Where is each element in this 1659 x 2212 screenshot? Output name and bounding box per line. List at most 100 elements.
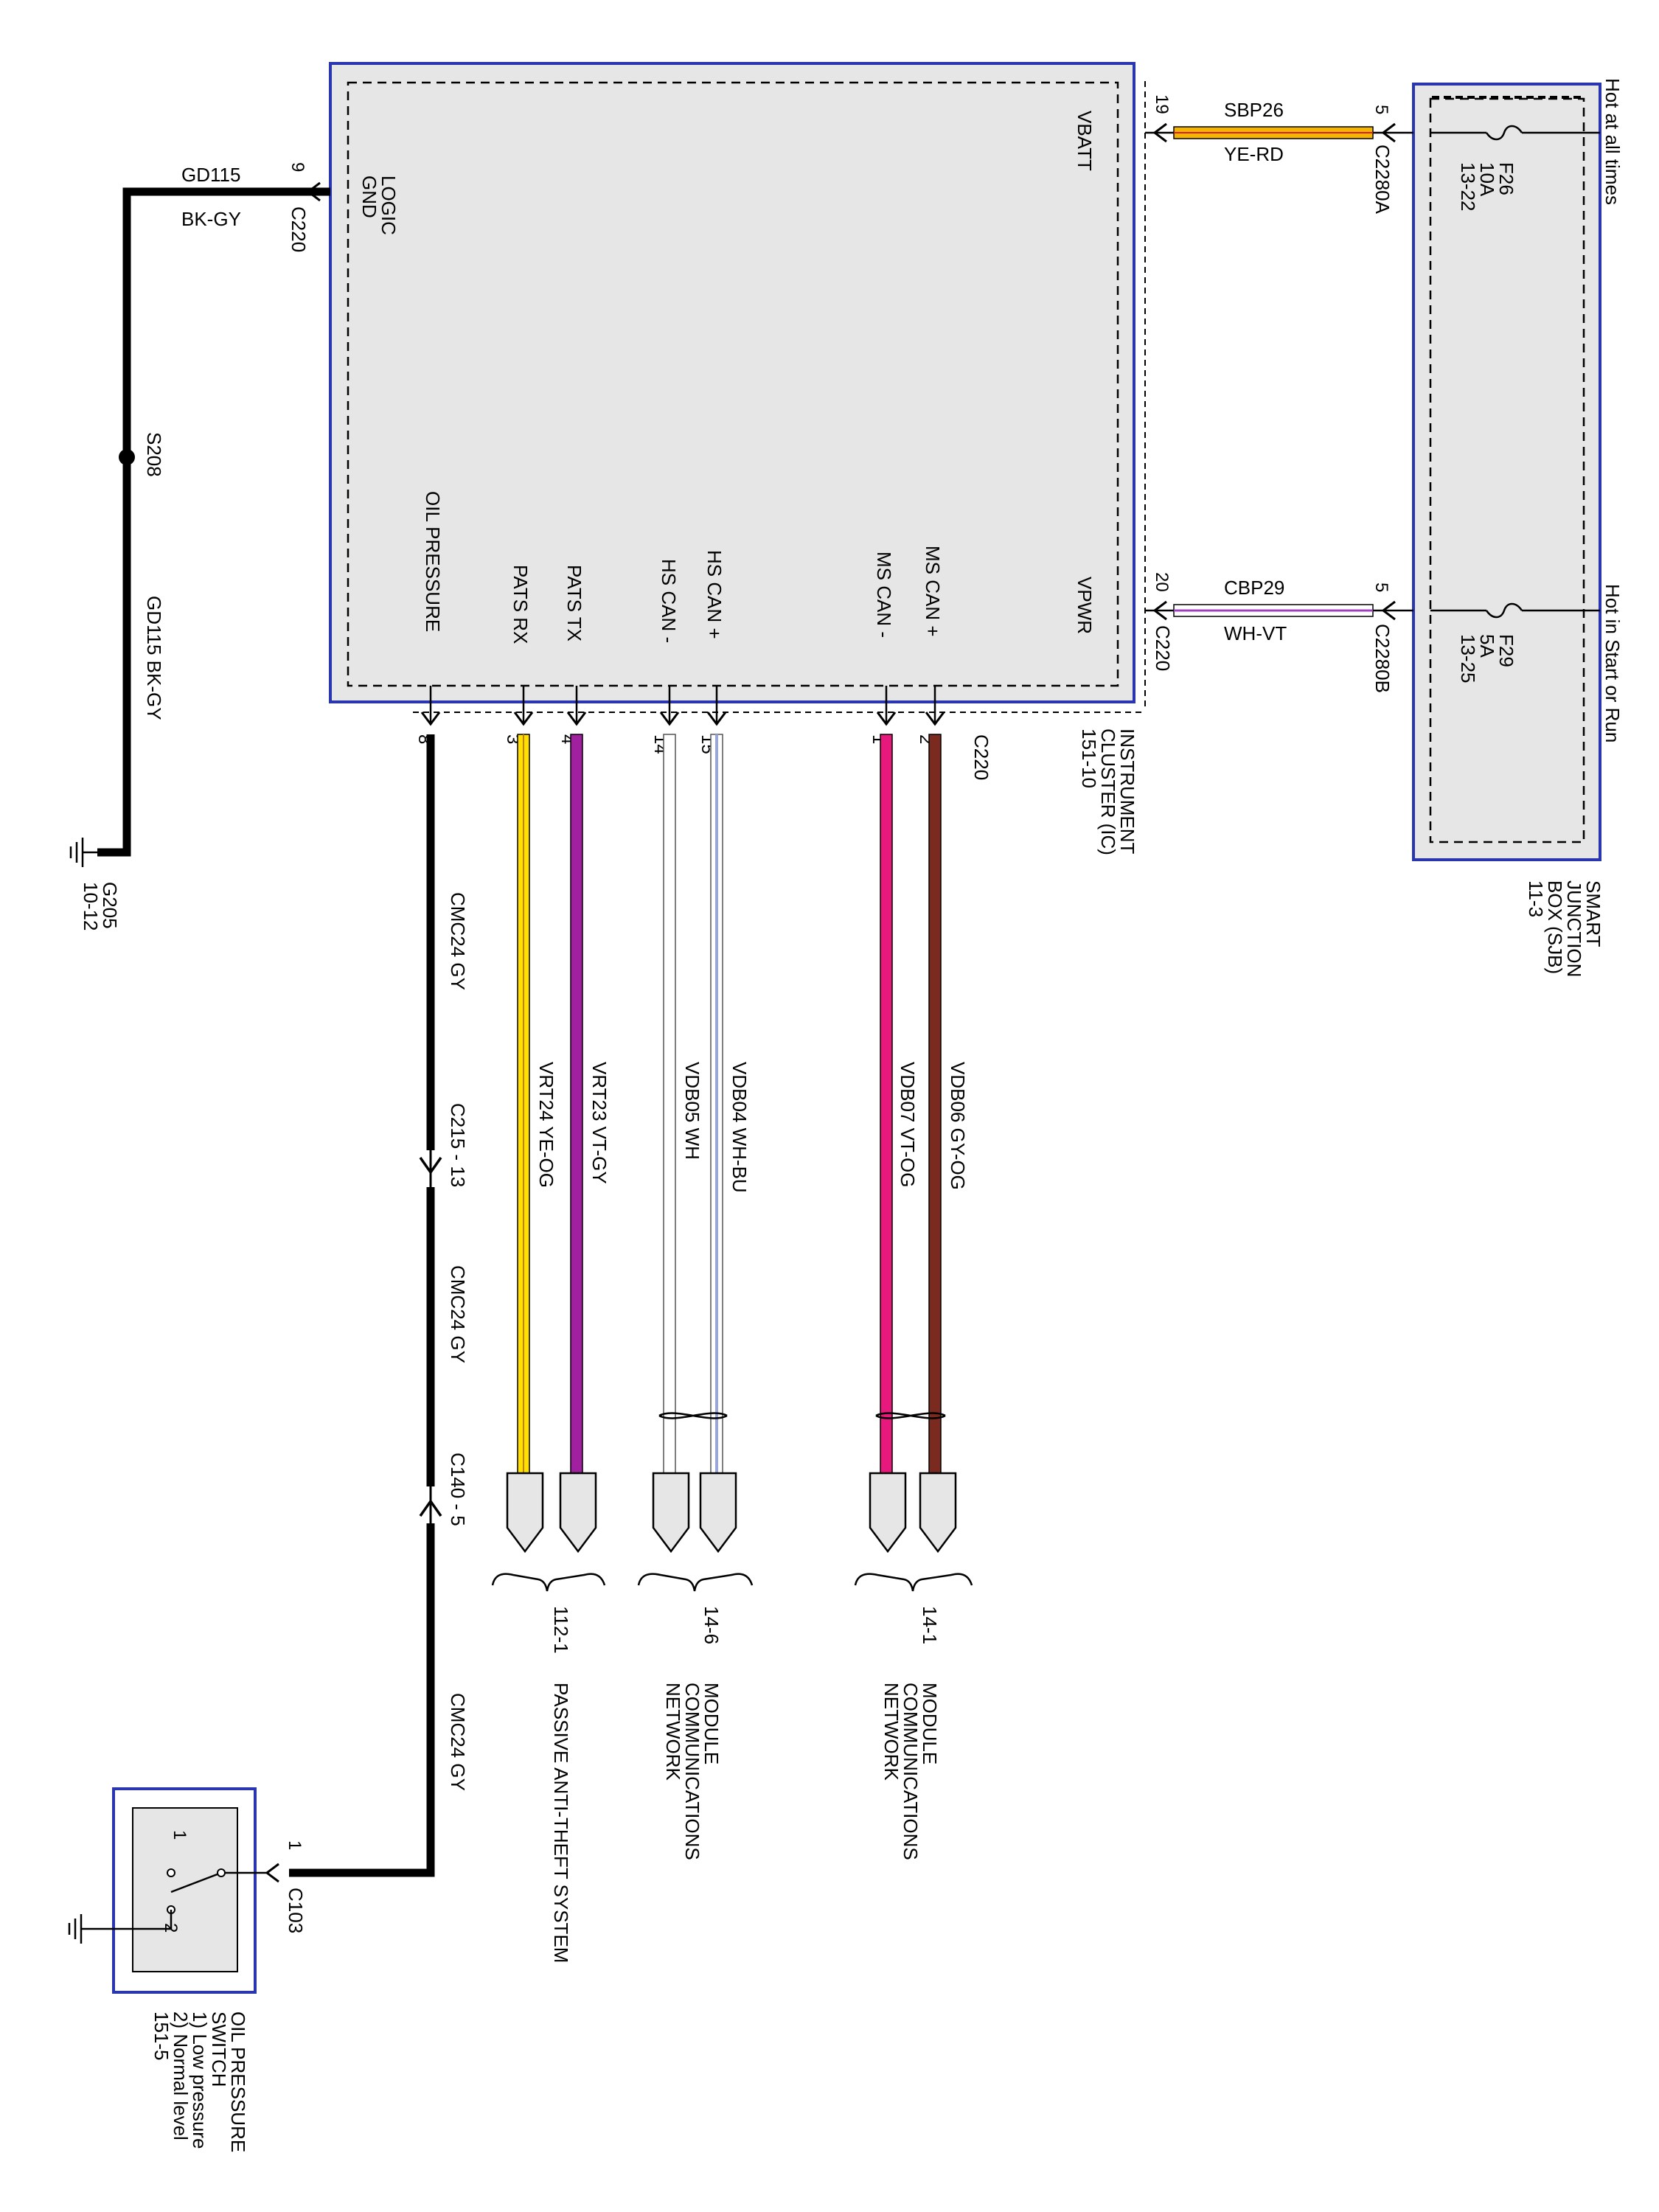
bottom-connector-c220: C220 <box>970 734 992 780</box>
pats-ref: 112-1 <box>550 1606 572 1654</box>
destination-braces <box>491 1573 973 1592</box>
pin-label-vbatt: VBATT <box>1074 111 1096 171</box>
pin-label-vpwr: VPWR <box>1074 577 1096 634</box>
twisted-pair-ms-can-icon <box>875 1412 946 1419</box>
cbp29-ic-pin: 20 <box>1152 572 1172 592</box>
ground-g205-label: G205 <box>99 882 121 929</box>
ground-g205-icon <box>69 838 97 867</box>
pin-label-gnd: GND <box>358 175 380 218</box>
hot-at-all-times-label: Hot at all times <box>1601 78 1624 205</box>
mcn1-line-3: NETWORK <box>880 1683 902 1781</box>
oil-switch-ground-icon <box>68 1914 83 1944</box>
gd115-pin: 9 <box>288 162 307 172</box>
circuit-cbp29 <box>1145 600 1413 621</box>
ic-name-line-3: 151-10 <box>1078 728 1100 788</box>
c215-label: C215 - 13 <box>447 1103 469 1187</box>
twist-ms-can-path <box>875 1412 946 1419</box>
terminal-vdb06-icon <box>919 1472 957 1554</box>
gd115-connector-icon <box>306 181 321 202</box>
destination-terminals <box>506 1472 957 1554</box>
vdb04-label: VDB04 WH-BU <box>728 1062 751 1193</box>
c140-label: C140 - 5 <box>447 1453 469 1526</box>
sbp26-sjb-connector-icon <box>1381 122 1396 143</box>
pin-label-logic: LOGIC <box>378 175 400 235</box>
sbp26-name: SBP26 <box>1224 99 1284 121</box>
fuse-f26-ref: 13-22 <box>1457 162 1479 212</box>
fuse-f26-rating: 10A <box>1476 162 1498 197</box>
oil-switch-name-line-2: SWITCH <box>208 2011 230 2087</box>
sjb-body <box>1412 83 1601 861</box>
oil-switch-pin: 1 <box>285 1840 305 1850</box>
brace-pats-icon <box>491 1573 606 1592</box>
instrument-cluster-inner-border <box>347 81 1119 687</box>
sbp26-ic-pin: 19 <box>1152 94 1172 114</box>
instrument-cluster-body <box>329 62 1135 703</box>
vrt23-label: VRT23 VT-GY <box>588 1062 611 1184</box>
gd115-wire <box>97 187 330 857</box>
sbp26-sjb-pin: 5 <box>1371 105 1391 114</box>
sbp26-ic-connector-icon <box>1152 122 1167 143</box>
mcn2-line-2: COMMUNICATIONS <box>681 1683 703 1860</box>
oil-switch-contact-2-label: 2 <box>161 1923 181 1933</box>
pin-label-oil-pressure: OIL PRESSURE <box>422 491 444 632</box>
cbp29-color: WH-VT <box>1224 622 1287 644</box>
cmc24-label-2: CMC24 GY <box>447 1265 469 1363</box>
mcn2-ref: 14-6 <box>700 1606 723 1644</box>
splice-s208-label: S208 <box>143 432 165 477</box>
gd115-color: BK-GY <box>181 208 241 230</box>
terminal-vdb04-icon <box>699 1472 737 1554</box>
circuit-gd115 <box>69 181 330 867</box>
pin-label-pats-tx: PATS TX <box>563 565 585 641</box>
cmc24-label-3: CMC24 GY <box>447 1693 469 1791</box>
fuse-f29-icon <box>1485 602 1523 619</box>
cbp29-sjb-connector-icon <box>1381 600 1396 621</box>
pin-stubs <box>429 686 936 724</box>
vdb05-label: VDB05 WH <box>681 1062 703 1160</box>
splice-s208-icon <box>119 449 135 465</box>
bottom-connector-arrows <box>420 712 945 726</box>
pin-label-ms-can-minus: MS CAN - <box>873 552 895 638</box>
cmc24-wire-segment-3 <box>289 1523 435 1877</box>
fuse-f29-rating: 5A <box>1476 634 1498 658</box>
brace-mcn2-icon <box>637 1573 754 1592</box>
oil-switch-name-line-1: OIL PRESSURE <box>227 2011 249 2152</box>
terminal-vdb05-icon <box>652 1472 690 1554</box>
sjb-name-line-1: SMART <box>1582 880 1604 947</box>
pin-label-hs-can-minus: HS CAN - <box>658 559 680 643</box>
cbp29-name: CBP29 <box>1224 577 1284 599</box>
c103-label: C103 <box>285 1888 307 1933</box>
cmc24-label-1: CMC24 GY <box>447 892 469 990</box>
fuse-f26 <box>1430 125 1600 141</box>
mcn1-line-2: COMMUNICATIONS <box>900 1683 922 1860</box>
terminal-vdb07-icon <box>869 1472 907 1554</box>
vdb06-label: VDB06 GY-OG <box>947 1062 969 1190</box>
ic-name-line-2: CLUSTER (IC) <box>1097 728 1119 855</box>
vrt24-label: VRT24 YE-OG <box>535 1062 557 1188</box>
sjb-name-line-3: BOX (SJB) <box>1544 880 1566 974</box>
oil-pressure-switch <box>68 1787 267 1994</box>
fuse-f29-ref: 13-25 <box>1457 634 1479 684</box>
gd115-connector: C220 <box>288 206 310 252</box>
fuse-f29-name: F29 <box>1495 634 1517 667</box>
smart-junction-box <box>1412 83 1601 861</box>
oil-switch-inner <box>132 1807 238 1972</box>
oil-switch-name-line-3: 1) Low pressure <box>189 2011 211 2149</box>
vdb07-label: VDB07 VT-OG <box>897 1062 919 1188</box>
fuse-f26-icon <box>1485 125 1523 141</box>
oil-switch-pivot-icon <box>217 1868 226 1877</box>
ic-name-line-1: INSTRUMENT <box>1116 728 1138 855</box>
pin-label-ms-can-plus: MS CAN + <box>922 546 944 637</box>
twisted-pair-hs-can-icon <box>658 1412 728 1419</box>
mcn1-line-1: MODULE <box>919 1683 941 1764</box>
brace-mcn1-icon <box>854 1573 973 1592</box>
sjb-name-line-4: 11-3 <box>1525 880 1547 917</box>
circuit-sbp26 <box>1145 122 1413 143</box>
oil-switch-name-line-4: 2) Normal level <box>170 2011 192 2140</box>
pin-label-hs-can-plus: HS CAN + <box>703 550 726 639</box>
vdb06-wire <box>928 734 942 1474</box>
oil-switch-contact-1-icon <box>167 1868 175 1877</box>
cbp29-ic-connector-icon <box>1152 600 1167 621</box>
pin-label-pats-rx: PATS RX <box>509 565 532 644</box>
vrt23-wire <box>570 734 583 1474</box>
